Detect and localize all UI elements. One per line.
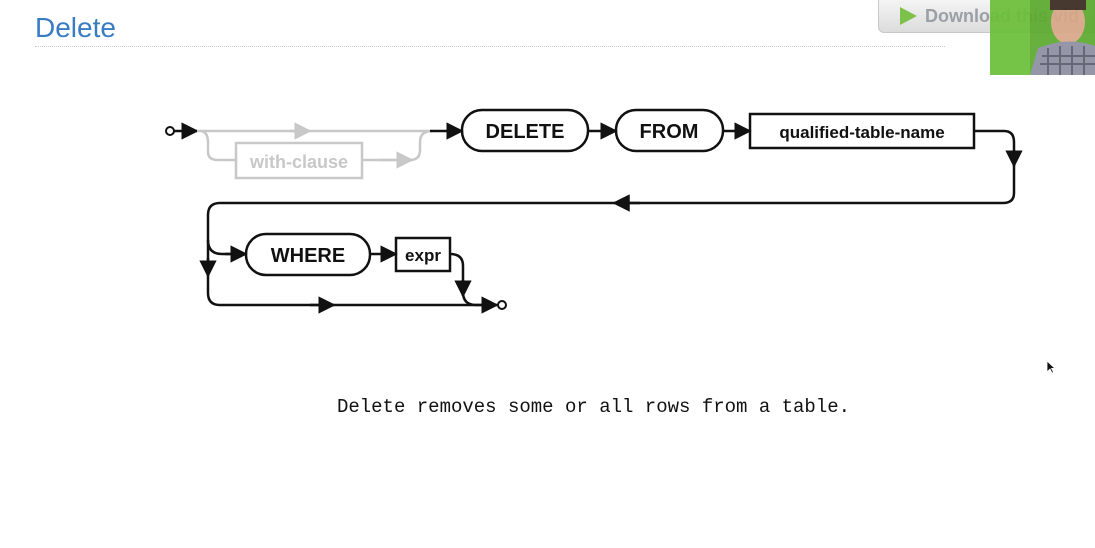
slide-title: Delete (35, 12, 116, 43)
diagram-end-node (497, 300, 507, 310)
diagram-start-node (165, 126, 175, 136)
mouse-cursor-icon (1046, 360, 1056, 374)
from-keyword: FROM (640, 121, 699, 143)
webcam-overlay (990, 0, 1095, 75)
title-divider (35, 46, 945, 47)
wrap-connector (206, 129, 1016, 307)
with-clause-branch (197, 122, 433, 180)
qualified-table-name: qualified-table-name (779, 123, 944, 142)
delete-keyword: DELETE (486, 121, 565, 143)
with-clause-box: with-clause (249, 152, 348, 172)
syntax-diagram: with-clause DELETE FROM qualified-table-… (165, 108, 1023, 314)
where-keyword: WHERE (271, 245, 345, 267)
expr-label: expr (405, 246, 441, 265)
slide-caption: Delete removes some or all rows from a t… (336, 396, 851, 418)
play-icon (900, 7, 917, 25)
